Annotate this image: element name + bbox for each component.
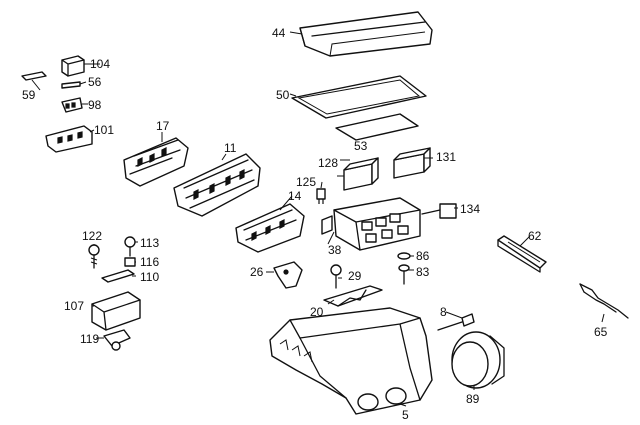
label-83: 83 bbox=[416, 265, 430, 279]
holder-block-icon bbox=[91, 291, 141, 331]
relay-icon bbox=[61, 55, 85, 77]
label-125: 125 bbox=[296, 175, 317, 189]
fuse-block-icon bbox=[123, 137, 189, 187]
gasket-icon bbox=[291, 75, 427, 119]
label-98: 98 bbox=[88, 98, 102, 112]
label-110: 110 bbox=[140, 270, 160, 284]
label-59: 59 bbox=[22, 88, 36, 102]
label-119: 119 bbox=[80, 332, 100, 346]
connector-icon bbox=[103, 329, 131, 351]
label-128: 128 bbox=[318, 156, 339, 170]
label-26: 26 bbox=[250, 265, 264, 279]
label-50: 50 bbox=[276, 88, 290, 102]
bracket-icon bbox=[101, 269, 135, 283]
fuse-carrier-icon bbox=[497, 235, 547, 273]
label-53: 53 bbox=[354, 139, 368, 153]
label-131: 131 bbox=[436, 150, 457, 164]
cover-icon bbox=[299, 11, 433, 57]
fuse-icon bbox=[316, 188, 326, 204]
nut-icon bbox=[124, 257, 136, 267]
insulation-pad-icon bbox=[335, 113, 419, 141]
label-65: 65 bbox=[594, 325, 608, 339]
label-11: 11 bbox=[224, 141, 237, 155]
label-89: 89 bbox=[466, 392, 480, 406]
label-62: 62 bbox=[528, 229, 542, 243]
label-14: 14 bbox=[288, 189, 302, 203]
screw-icon bbox=[330, 264, 342, 289]
connector-icon bbox=[421, 203, 457, 219]
screw-icon bbox=[88, 244, 100, 269]
screw-icon bbox=[437, 313, 475, 331]
fuse-block-icon bbox=[235, 203, 305, 253]
plate-icon bbox=[45, 125, 93, 153]
label-20: 20 bbox=[310, 305, 324, 319]
clip-icon bbox=[21, 71, 47, 81]
label-5: 5 bbox=[402, 408, 409, 422]
relay-box-icon bbox=[321, 197, 421, 251]
label-116: 116 bbox=[140, 255, 160, 269]
label-113: 113 bbox=[140, 236, 160, 250]
label-104: 104 bbox=[90, 57, 111, 71]
label-134: 134 bbox=[460, 202, 481, 216]
label-86: 86 bbox=[416, 249, 430, 263]
relay-icon bbox=[343, 157, 379, 191]
bracket-icon bbox=[323, 285, 383, 307]
label-17: 17 bbox=[156, 119, 170, 133]
screw-icon bbox=[124, 236, 136, 257]
label-29: 29 bbox=[348, 269, 362, 283]
label-44: 44 bbox=[272, 26, 286, 40]
sleeve-icon bbox=[451, 331, 505, 389]
bracket-icon bbox=[579, 283, 629, 319]
label-107: 107 bbox=[64, 299, 85, 313]
leader-lines bbox=[31, 31, 605, 407]
label-101: 101 bbox=[94, 123, 115, 137]
label-56: 56 bbox=[88, 75, 102, 89]
housing-icon bbox=[269, 307, 433, 415]
screw-icon bbox=[397, 252, 411, 285]
holder-icon bbox=[61, 97, 83, 113]
relay-icon bbox=[393, 147, 431, 179]
label-122: 122 bbox=[82, 229, 103, 243]
label-8: 8 bbox=[440, 305, 447, 319]
fuse-icon bbox=[61, 81, 81, 89]
label-38: 38 bbox=[328, 243, 342, 257]
fuse-block-icon bbox=[173, 153, 261, 217]
bracket-icon bbox=[273, 261, 303, 289]
